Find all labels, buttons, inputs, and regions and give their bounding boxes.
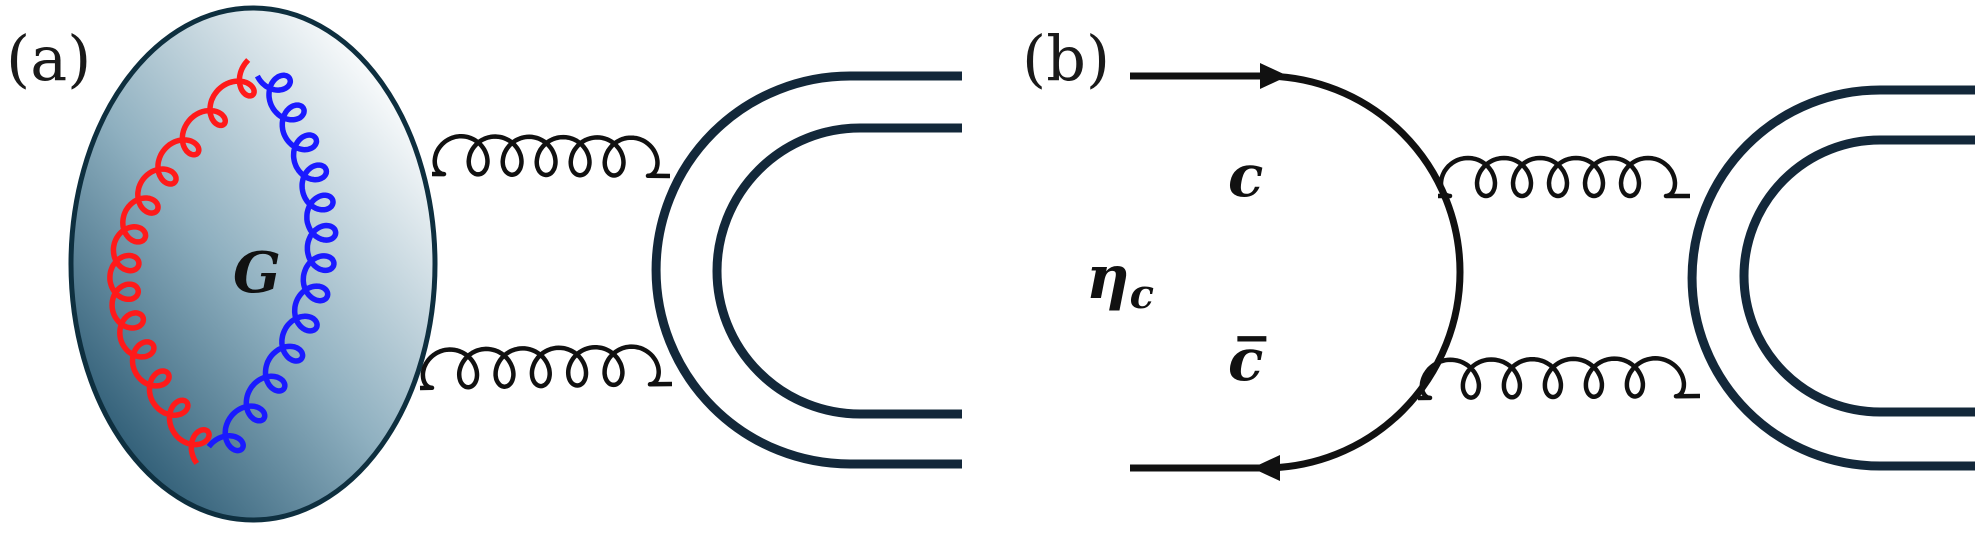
panel-b: (b) ηc c c̅ xyxy=(1022,22,1975,481)
glueball-symbol: G xyxy=(233,240,281,306)
double-line-a xyxy=(651,71,962,469)
double-line-a-inner xyxy=(712,123,962,419)
glueball-gluon-right xyxy=(206,72,339,454)
meson-symbol-subscript: c xyxy=(1130,271,1154,318)
gluon-line-a-bottom xyxy=(419,344,673,391)
antiquark-label: c̅ xyxy=(1228,326,1266,394)
antiquark-arrow-icon xyxy=(1252,455,1280,481)
gluon-line-b-bottom xyxy=(1417,356,1701,401)
panel-a-label: (a) xyxy=(6,22,91,95)
double-line-a-outer xyxy=(651,71,962,469)
panel-a: (a) G xyxy=(6,5,962,523)
quark-loop xyxy=(1130,72,1464,472)
quark-arrow-icon xyxy=(1260,63,1288,89)
gluon-line-a-top xyxy=(431,133,671,179)
glueball-blob xyxy=(68,5,438,523)
meson-symbol: ηc xyxy=(1086,243,1154,318)
glueball-gluon-left xyxy=(107,58,257,465)
panel-b-label: (b) xyxy=(1022,22,1110,95)
double-line-b xyxy=(1687,85,1975,471)
quark-label: c xyxy=(1228,142,1263,210)
double-line-b-inner xyxy=(1739,135,1975,417)
gluon-line-b-top xyxy=(1438,155,1690,199)
meson-symbol-eta: η xyxy=(1086,243,1130,313)
double-line-b-outer xyxy=(1687,85,1975,471)
